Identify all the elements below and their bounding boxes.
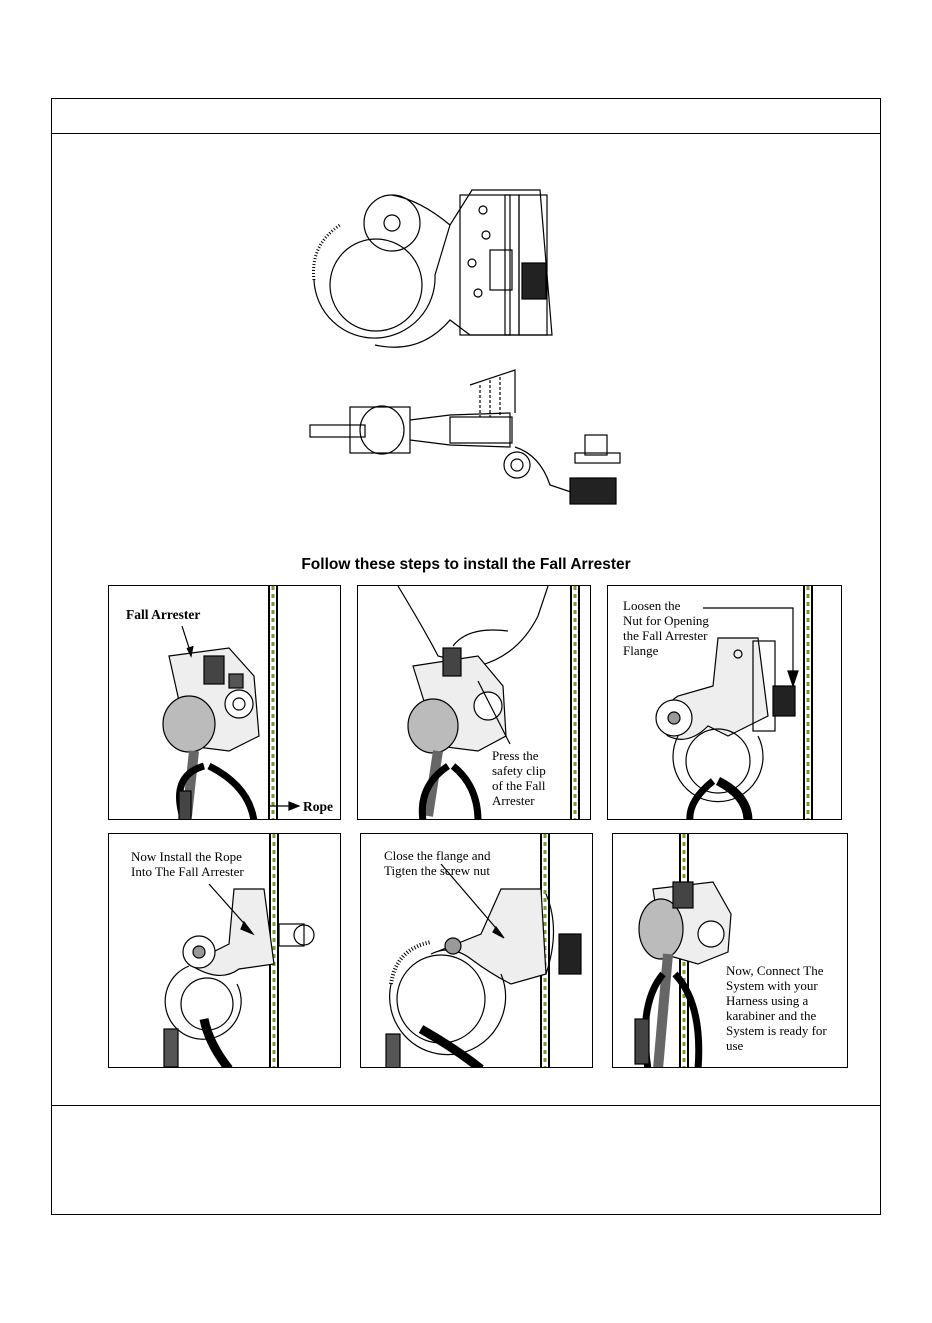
steps-heading: Follow these steps to install the Fall A… [301, 556, 631, 573]
step-5-caption: Close the flange and Tigten the screw nu… [384, 848, 491, 878]
step-3-caption: Loosen the Nut for Opening the Fall Arre… [623, 598, 709, 658]
fall-arrester-technical-drawing [300, 185, 640, 515]
header-divider [52, 133, 880, 134]
step-6-caption: Now, Connect The System with your Harnes… [726, 963, 827, 1053]
footer-divider [52, 1105, 880, 1106]
step-2-caption: Press the safety clip of the Fall Arrest… [492, 748, 546, 808]
step-4-caption: Now Install the Rope Into The Fall Arres… [131, 849, 244, 879]
step-3-panel: Loosen the Nut for Opening the Fall Arre… [607, 585, 842, 820]
step-6-panel: Now, Connect The System with your Harnes… [612, 833, 848, 1068]
step-2-panel: Press the safety clip of the Fall Arrest… [357, 585, 591, 820]
fall-arrester-label: Fall Arrester [126, 607, 201, 622]
step-5-panel: Close the flange and Tigten the screw nu… [360, 833, 593, 1068]
step-1-panel: Fall Arrester Rope [108, 585, 341, 820]
page-frame [51, 98, 881, 1215]
step-4-panel: Now Install the Rope Into The Fall Arres… [108, 833, 341, 1068]
rope-label: Rope [303, 799, 333, 814]
